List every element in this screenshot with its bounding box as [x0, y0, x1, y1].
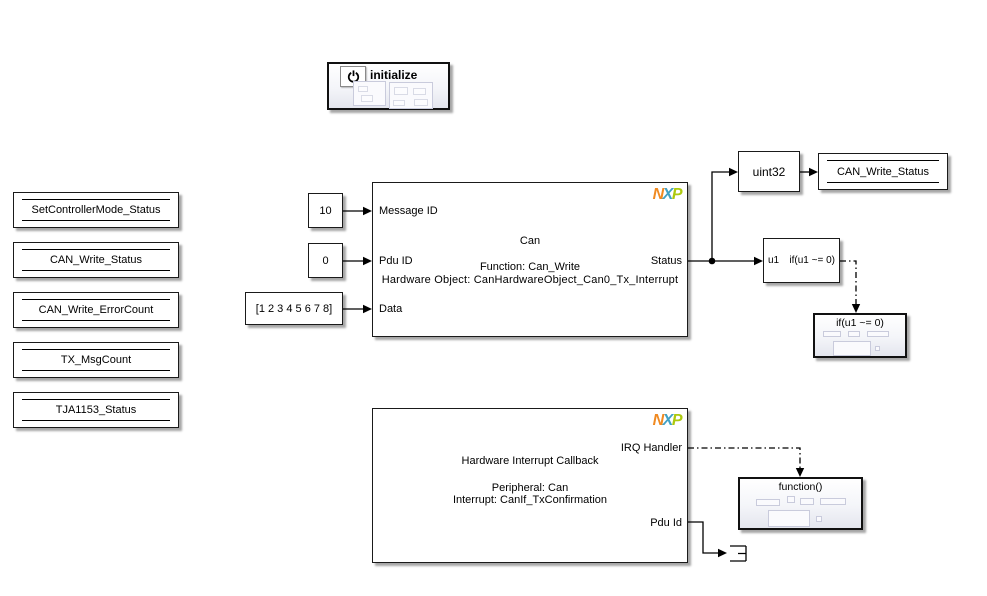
data-store-memory-can-write-status[interactable]: CAN_Write_Status — [13, 242, 179, 278]
data-store-memory-tja1153-status[interactable]: TJA1153_Status — [13, 392, 179, 428]
if-input-label: u1 — [768, 255, 780, 266]
nxp-logo: NXP — [652, 412, 683, 429]
wire-irq-to-function[interactable] — [688, 447, 805, 477]
input-port-message-id: Message ID — [379, 205, 438, 217]
subsystem-preview — [833, 341, 871, 356]
initialize-label: initialize — [370, 68, 418, 82]
constant-block-message-id[interactable]: 10 — [308, 193, 343, 228]
if-condition-label: if(u1 ~= 0) — [789, 255, 835, 266]
subsystem-preview — [867, 331, 889, 337]
constant-value: [1 2 3 4 5 6 7 8] — [255, 302, 333, 315]
block-title: Hardware Interrupt Callback — [461, 455, 599, 467]
data-store-label: SetControllerMode_Status — [31, 204, 161, 216]
terminator-block[interactable] — [730, 545, 747, 562]
function-line: Function: Can_Write — [479, 261, 581, 273]
function-call-subsystem-block[interactable]: function() — [738, 477, 863, 530]
if-block[interactable]: u1 if(u1 ~= 0) — [763, 238, 840, 283]
output-port-irq-handler: IRQ Handler — [620, 442, 682, 454]
if-action-subsystem-block[interactable]: if(u1 ~= 0) — [813, 313, 907, 358]
data-store-memory-setcontrollermode-status[interactable]: SetControllerMode_Status — [13, 192, 179, 228]
output-port-status: Status — [650, 255, 682, 267]
wire-status-to-if[interactable] — [688, 256, 763, 266]
subsystem-preview — [820, 498, 846, 505]
wire-uint32-to-datastore[interactable] — [800, 167, 818, 177]
constant-value: 0 — [322, 254, 329, 267]
subsystem-preview — [768, 510, 810, 527]
can-write-block[interactable]: NXP Message ID Pdu ID Data Status Can Fu… — [372, 182, 688, 337]
hardware-interrupt-callback-block[interactable]: NXP IRQ Handler Pdu Id Hardware Interrup… — [372, 408, 688, 563]
subsystem-preview — [756, 499, 780, 506]
output-port-pdu-id: Pdu Id — [650, 517, 682, 529]
subsystem-preview — [787, 496, 795, 503]
data-store-label: CAN_Write_Status — [49, 254, 143, 266]
input-port-pdu-id: Pdu ID — [379, 255, 413, 267]
wire-status-to-uint32[interactable] — [711, 167, 738, 261]
data-store-label: TJA1153_Status — [55, 404, 137, 416]
data-store-write-can-write-status[interactable]: CAN_Write_Status — [818, 153, 948, 190]
peripheral-line: Peripheral: Can — [491, 482, 569, 494]
uint32-conversion-block[interactable]: uint32 — [738, 151, 800, 192]
constant-value: 10 — [319, 204, 332, 217]
initialize-subsystem-block[interactable]: initialize — [327, 62, 450, 110]
subsystem-preview — [800, 498, 814, 505]
data-store-memory-tx-msgcount[interactable]: TX_MsgCount — [13, 342, 179, 378]
hardware-object-line: Hardware Object: CanHardwareObject_Can0_… — [381, 274, 679, 286]
wire-if-to-action-subsystem[interactable] — [840, 260, 861, 313]
subsystem-preview — [816, 516, 822, 522]
data-store-label: CAN_Write_Status — [836, 165, 930, 178]
wire-const10-to-messageid[interactable] — [343, 206, 372, 216]
constant-block-data-array[interactable]: [1 2 3 4 5 6 7 8] — [245, 292, 343, 325]
subsystem-title: function() — [778, 481, 823, 493]
input-port-data: Data — [379, 303, 403, 315]
nxp-logo: NXP — [652, 186, 683, 203]
constant-block-pdu-id[interactable]: 0 — [308, 243, 343, 278]
data-store-memory-can-write-errorcount[interactable]: CAN_Write_ErrorCount — [13, 292, 179, 328]
subsystem-preview — [353, 81, 386, 106]
subsystem-preview — [389, 82, 433, 109]
wire-pduid-to-terminator[interactable] — [688, 521, 727, 558]
block-title: Can — [519, 235, 541, 247]
data-store-label: CAN_Write_ErrorCount — [38, 304, 154, 316]
subsystem-title: if(u1 ~= 0) — [836, 317, 884, 329]
wire-constdata-to-data[interactable] — [343, 304, 372, 314]
data-store-label: TX_MsgCount — [60, 354, 132, 366]
uint32-label: uint32 — [752, 164, 786, 179]
subsystem-preview — [823, 331, 841, 337]
interrupt-line: Interrupt: CanIf_TxConfirmation — [452, 494, 608, 506]
subsystem-preview — [848, 331, 860, 337]
subsystem-preview — [875, 346, 880, 351]
wire-const0-to-pduid[interactable] — [343, 256, 372, 266]
